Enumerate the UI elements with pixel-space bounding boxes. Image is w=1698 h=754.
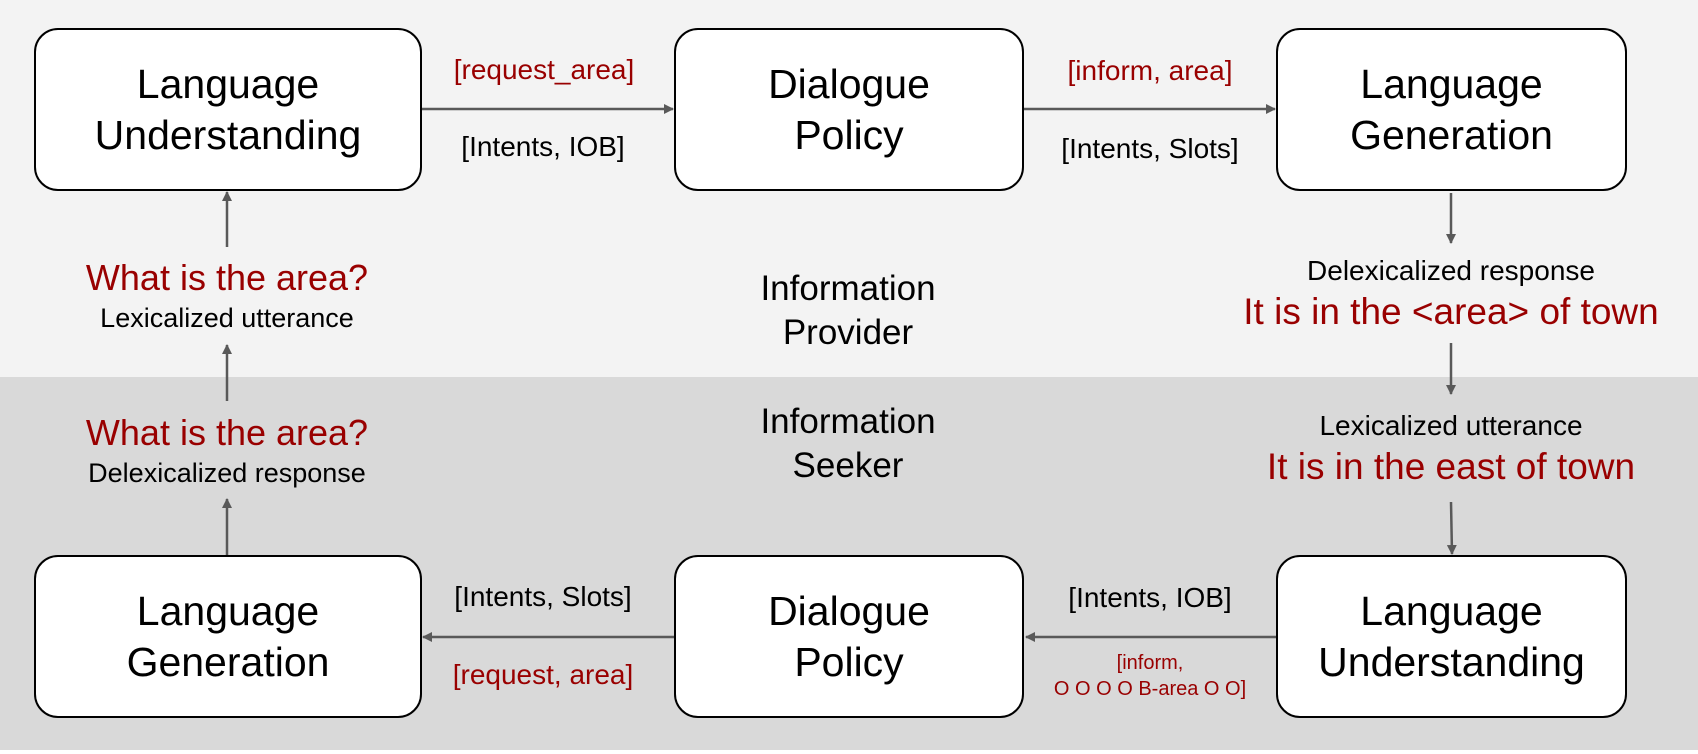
- module-name-line: Language: [136, 587, 320, 634]
- top-language-generation-box: Language Generation: [1276, 28, 1627, 191]
- top-language-understanding-box: Language Understanding: [34, 28, 422, 191]
- act-line: [inform,: [1116, 652, 1184, 674]
- bottom-dialogue-policy-box: Dialogue Policy: [674, 555, 1024, 718]
- module-name-line: Policy: [794, 638, 904, 685]
- left-top-utterance-text: What is the area?: [85, 257, 369, 298]
- bottom-dp-lg-format-label: [Intents, Slots]: [454, 581, 632, 612]
- information-provider-label: Information Provider: [760, 267, 935, 355]
- act-line: O O O O B-area O O]: [1053, 678, 1247, 700]
- module-name-line: Dialogue: [768, 587, 930, 634]
- module-name-line: Policy: [794, 111, 904, 158]
- module-name-line: Generation: [126, 638, 330, 685]
- role-line: Provider: [782, 313, 914, 352]
- top-dialogue-policy-box: Dialogue Policy: [674, 28, 1024, 191]
- role-line: Information: [760, 402, 936, 441]
- top-dp-lg-act-label: [inform, area]: [1067, 55, 1233, 86]
- right-bottom-utterance-caption: Lexicalized utterance: [1319, 410, 1583, 441]
- module-name-line: Understanding: [94, 111, 362, 158]
- module-name-line: Language: [136, 60, 320, 107]
- bottom-language-generation-box: Language Generation: [34, 555, 422, 718]
- module-name-line: Dialogue: [768, 60, 930, 107]
- top-lu-dp-format-label: [Intents, IOB]: [461, 131, 625, 162]
- bottom-language-understanding-box: Language Understanding: [1276, 555, 1627, 718]
- left-bottom-utterance-caption: Delexicalized response: [88, 458, 366, 488]
- role-line: Seeker: [792, 446, 904, 485]
- left-bottom-utterance-text: What is the area?: [85, 412, 369, 453]
- right-top-utterance-text: It is in the <area> of town: [1243, 291, 1659, 332]
- right-top-utterance-caption: Delexicalized response: [1307, 255, 1595, 286]
- top-lu-dp-act-label: [request_area]: [453, 54, 635, 85]
- bottom-lu-dp-act-label: [inform, O O O O B-area O O]: [1054, 650, 1246, 702]
- top-dp-lg-format-label: [Intents, Slots]: [1061, 133, 1239, 164]
- bottom-lu-dp-format-label: [Intents, IOB]: [1068, 582, 1232, 613]
- left-top-utterance-caption: Lexicalized utterance: [100, 303, 354, 333]
- right-bottom-utterance-text: It is in the east of town: [1266, 446, 1636, 487]
- role-line: Information: [760, 269, 936, 308]
- information-seeker-label: Information Seeker: [760, 400, 935, 488]
- module-name-line: Generation: [1350, 111, 1553, 158]
- arrow-lg-down-3: [1446, 501, 1457, 555]
- module-name-line: Understanding: [1318, 638, 1585, 685]
- module-name-line: Language: [1360, 587, 1543, 634]
- bottom-dp-lg-act-label: [request, area]: [452, 659, 634, 690]
- module-name-line: Language: [1360, 60, 1543, 107]
